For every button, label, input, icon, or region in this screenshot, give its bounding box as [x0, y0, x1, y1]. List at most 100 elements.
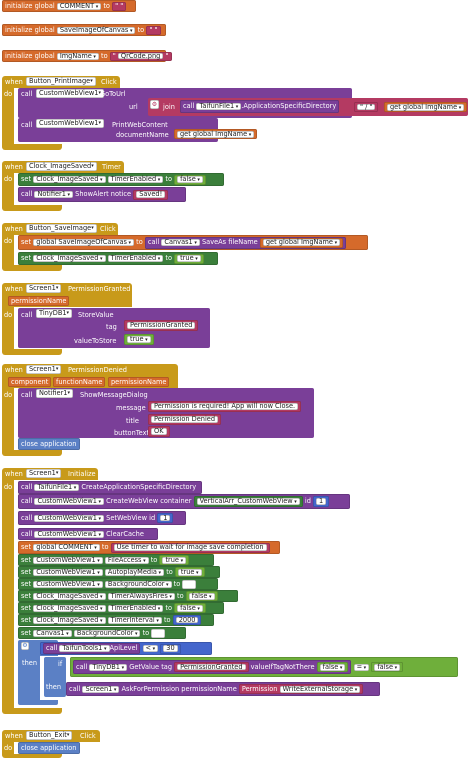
component-dropdown[interactable]: CustomWebView1 — [33, 556, 103, 564]
component-dropdown[interactable]: Screen1 — [26, 365, 62, 374]
text-value[interactable]: " " — [146, 25, 161, 35]
number-block[interactable]: 1 — [313, 496, 330, 507]
number-block[interactable]: 1 — [157, 513, 174, 523]
boolean-block[interactable]: true — [174, 567, 205, 577]
init-global-comment-block[interactable]: initialize global COMMENT to " " — [2, 0, 136, 12]
set-timerenabled-block[interactable]: set Clock_ImageSaved TimerEnabled to fal… — [18, 173, 224, 186]
boolean-dropdown[interactable]: false — [177, 604, 203, 612]
property-dropdown[interactable]: TimerEnabled — [107, 255, 164, 262]
component-dropdown[interactable]: CustomWebView1 — [34, 530, 105, 538]
color-swatch-white[interactable] — [182, 579, 197, 589]
property-dropdown[interactable]: TimerEnabled — [107, 176, 164, 183]
set-timerinterval-block[interactable]: set Clock_ImageSaved TimerInterval to 20… — [18, 614, 214, 626]
text-block[interactable]: PermissionGranted — [174, 662, 249, 672]
set-timerenabled-true-block[interactable]: set Clock_ImageSaved TimerEnabled to tru… — [18, 252, 218, 265]
number-block[interactable]: 30 — [160, 643, 181, 654]
call-createwebview-block[interactable]: call CustomWebView1 CreateWebView contai… — [18, 494, 350, 509]
text-block[interactable]: OK — [148, 426, 170, 437]
property-dropdown[interactable]: TimerEnabled — [107, 604, 164, 612]
component-dropdown[interactable]: Clock_ImageSaved — [33, 616, 106, 624]
boolean-dropdown[interactable]: false — [188, 592, 215, 600]
component-dropdown[interactable]: Button_Exit — [26, 731, 73, 740]
boolean-dropdown[interactable]: true — [177, 255, 201, 262]
math-compare-block[interactable]: call TaifunTools1 ApiLevel < 30 — [40, 642, 212, 655]
boolean-dropdown[interactable]: false — [319, 663, 346, 671]
component-dropdown[interactable]: TinyDB1 — [36, 309, 73, 318]
set-webview-bgcolor-block[interactable]: set CustomWebView1 BackgroundColor to — [18, 578, 218, 590]
property-dropdown[interactable]: AutoplayMedia — [104, 568, 165, 576]
component-dropdown[interactable]: Button_SaveImage — [26, 224, 97, 233]
component-dropdown[interactable]: CustomWebView1 — [36, 119, 104, 128]
component-dropdown[interactable]: Clock_ImageSaved — [33, 592, 106, 600]
component-dropdown[interactable]: TaifunTools1 — [59, 645, 110, 652]
component-dropdown[interactable]: Clock_ImageSaved — [33, 176, 106, 183]
text-value[interactable]: " QrCode.png " — [109, 51, 172, 61]
operator-dropdown[interactable]: = — [353, 663, 370, 671]
init-global-saveimage-block[interactable]: initialize global SaveImageOfCanvas to "… — [2, 24, 166, 36]
boolean-block[interactable]: false — [174, 603, 206, 613]
property-dropdown[interactable]: FileAccess — [104, 556, 149, 564]
text-block[interactable]: PermissionGranted — [124, 320, 199, 331]
operator-dropdown[interactable]: < — [142, 645, 159, 652]
permission-dropdown[interactable]: WriteExternalStorage — [279, 685, 361, 693]
component-dropdown[interactable]: TaifunFile1 — [196, 103, 242, 110]
property-dropdown[interactable]: BackgroundColor — [73, 629, 141, 637]
text-slash[interactable]: " / " — [354, 102, 379, 112]
text-block[interactable]: Saved! — [133, 189, 169, 200]
set-autoplaymedia-block[interactable]: set CustomWebView1 AutoplayMedia to true — [18, 566, 220, 578]
close-application-block[interactable]: close application — [18, 438, 80, 450]
variable-name[interactable]: ImgName — [56, 52, 99, 60]
permission-block[interactable]: Permission WriteExternalStorage — [238, 684, 364, 694]
component-dropdown[interactable]: Notifier1 — [36, 389, 74, 398]
text-block[interactable]: Permission is required! App will now Clo… — [148, 401, 302, 412]
variable-dropdown[interactable]: get global ImgName — [387, 103, 465, 111]
component-dropdown[interactable]: TinyDB1 — [89, 663, 128, 671]
component-dropdown[interactable]: Clock_ImageSaved — [33, 255, 106, 262]
variable-dropdown[interactable]: get global ImgName — [177, 130, 255, 138]
component-dropdown[interactable]: Button_PrintImage — [26, 77, 96, 86]
component-dropdown[interactable]: CustomWebView1 — [34, 514, 105, 522]
variable-name[interactable]: SaveImageOfCanvas — [56, 26, 136, 34]
component-dropdown[interactable]: Screen1 — [82, 685, 120, 693]
call-taifunfile-prop[interactable]: call TaifunFile1 .ApplicationSpecificDir… — [180, 100, 340, 113]
set-fileaccess-block[interactable]: set CustomWebView1 FileAccess to true — [18, 554, 214, 566]
get-global-imgname[interactable]: get global ImgName — [384, 102, 468, 112]
set-global-saveimage-block[interactable]: set global SaveImageOfCanvas to call Can… — [18, 235, 368, 250]
logic-compare-block[interactable]: call TinyDB1 GetValue tag PermissionGran… — [70, 657, 458, 677]
text-value[interactable]: " " — [112, 1, 127, 11]
text-block[interactable]: Use timer to wait for image save complet… — [110, 542, 270, 553]
gear-icon[interactable]: ⚙ — [150, 100, 159, 109]
component-dropdown[interactable]: VerticalArr_CustomWebView — [196, 498, 300, 505]
component-dropdown[interactable]: CustomWebView1 — [33, 568, 103, 576]
component-dropdown[interactable]: CustomWebView1 — [33, 580, 103, 588]
call-showalert-block[interactable]: call Notifier1 ShowAlert notice Saved! — [18, 187, 186, 202]
boolean-block[interactable]: true — [124, 334, 154, 345]
component-dropdown[interactable]: CustomWebView1 — [36, 89, 104, 98]
color-swatch-white[interactable] — [151, 628, 166, 638]
boolean-dropdown[interactable]: true — [127, 336, 151, 343]
call-getvalue-block[interactable]: call TinyDB1 GetValue tag PermissionGran… — [73, 660, 352, 674]
property-dropdown[interactable]: TimerInterval — [107, 616, 162, 624]
get-global-imgname[interactable]: get global ImgName — [174, 129, 258, 139]
text-block[interactable]: Permission Denied — [148, 414, 222, 425]
variable-dropdown[interactable]: global COMMENT — [33, 544, 100, 551]
boolean-block[interactable]: false — [371, 662, 404, 672]
event-param[interactable]: component — [8, 377, 52, 387]
variable-name[interactable]: COMMENT — [56, 2, 102, 10]
component-dropdown[interactable]: Canvas1 — [161, 239, 200, 246]
boolean-block[interactable]: true — [159, 555, 190, 565]
component-block[interactable]: VerticalArr_CustomWebView — [193, 496, 303, 507]
boolean-block[interactable]: true — [174, 253, 204, 264]
boolean-dropdown[interactable]: false — [177, 176, 203, 183]
boolean-block[interactable]: false — [185, 591, 218, 601]
boolean-dropdown[interactable]: true — [177, 568, 202, 576]
boolean-block[interactable]: false — [174, 174, 206, 185]
set-global-comment-block[interactable]: set global COMMENT to Use timer to wait … — [18, 541, 280, 554]
boolean-block[interactable]: false — [316, 662, 349, 672]
gear-icon[interactable]: ⚙ — [21, 642, 29, 650]
event-param[interactable]: functionName — [53, 377, 106, 387]
component-dropdown[interactable]: Clock_ImageSaved — [33, 604, 106, 612]
get-global-imgname[interactable]: get global ImgName — [259, 237, 344, 248]
call-setwebview-block[interactable]: call CustomWebView1 SetWebView id 1 — [18, 511, 186, 525]
nested-if-block[interactable] — [44, 657, 66, 697]
